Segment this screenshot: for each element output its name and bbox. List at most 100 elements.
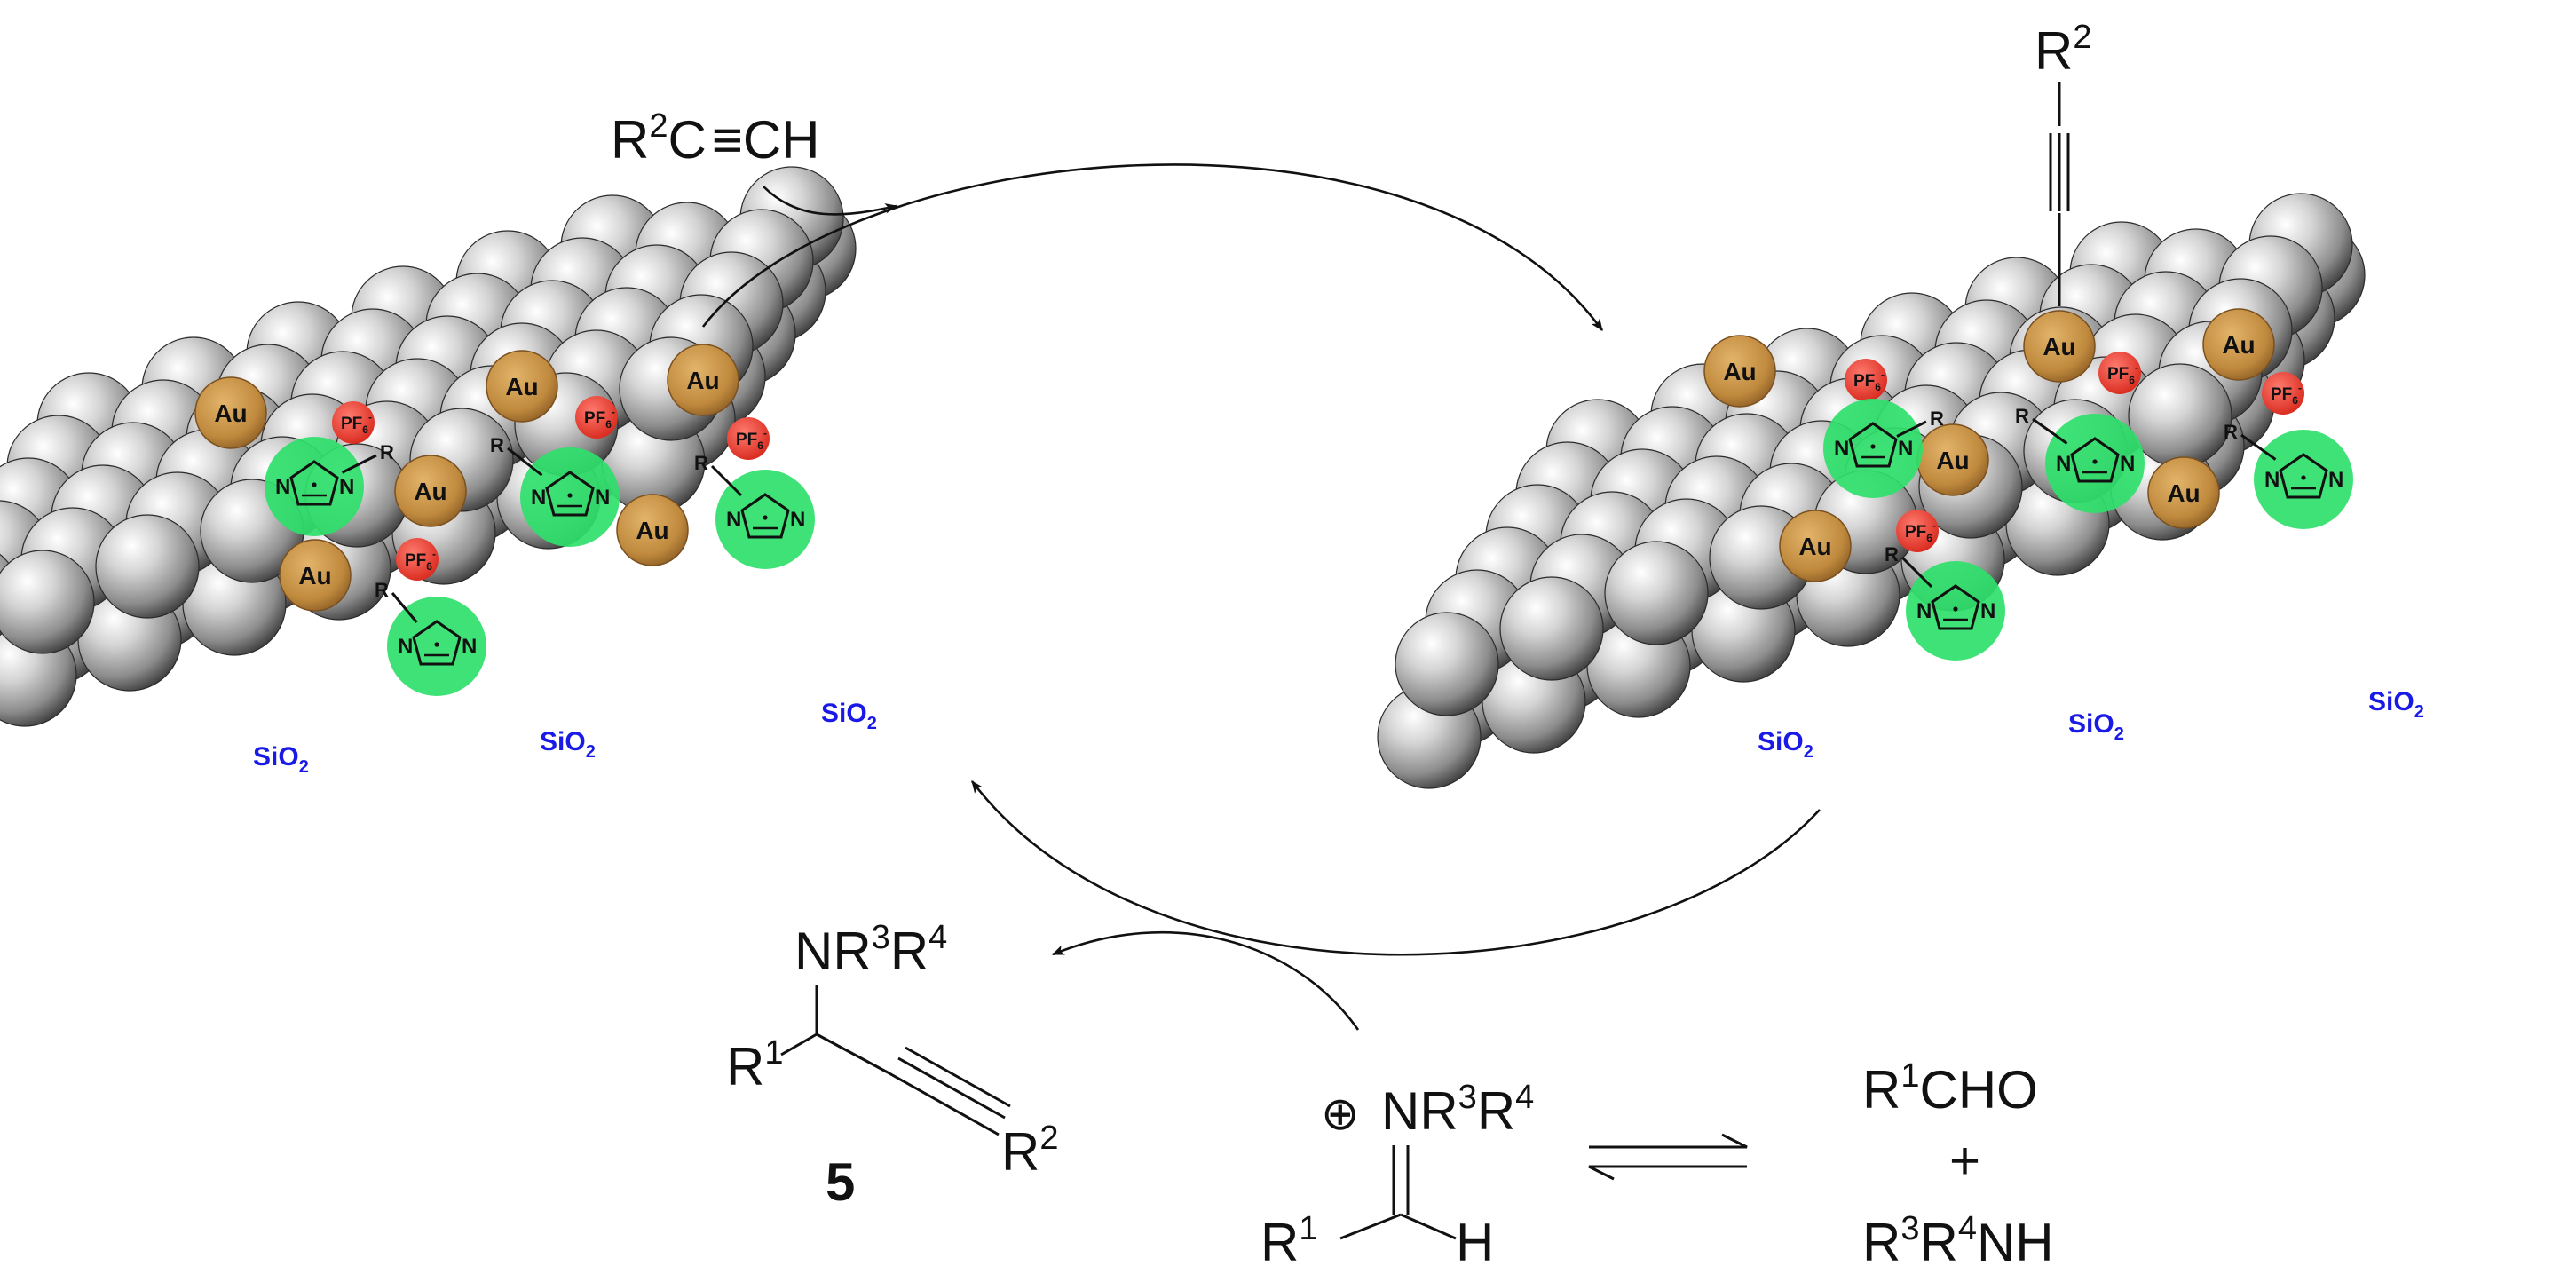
gold-nanoparticle: Au <box>1916 423 1989 496</box>
plus-sign: + <box>1949 1131 1980 1191</box>
silica-support-label: SiO2 <box>1758 727 1813 762</box>
gold-label: Au <box>505 373 538 400</box>
imidazole-ring <box>2279 453 2328 499</box>
svg-text:N: N <box>2120 452 2135 476</box>
r-substituent-label: R <box>2015 405 2029 427</box>
r-substituent-label: R <box>2224 421 2238 443</box>
hexafluorophosphate-anion: PF6- <box>727 417 770 460</box>
hexafluorophosphate-anion: PF6- <box>575 396 618 439</box>
gold-label: Au <box>686 367 719 394</box>
gold-label: Au <box>214 400 247 427</box>
gold-label: Au <box>2222 331 2255 359</box>
silica-sphere <box>0 550 95 654</box>
imidazole-ring <box>545 471 595 517</box>
iminium-intermediate: ⊕ NR3R4 R1 H <box>1260 1079 1534 1272</box>
gold-nanoparticle: Au <box>667 344 739 416</box>
hexafluorophosphate-anion: PF6- <box>1845 359 1887 401</box>
svg-text:N: N <box>2056 452 2071 476</box>
gold-nanoparticle: Au <box>394 455 467 527</box>
product-r1-label: R1 <box>726 1034 783 1096</box>
r-substituent-label: R <box>1930 408 1944 430</box>
gold-nanoparticle: Au <box>2147 456 2220 529</box>
anion-label: PF6- <box>2271 382 2302 407</box>
imidazole-ring <box>412 620 462 666</box>
hexafluorophosphate-anion: PF6- <box>396 538 439 581</box>
svg-text:N: N <box>398 635 413 659</box>
gold-nanoparticle: Au <box>486 350 558 423</box>
imidazolium-cation: N N R <box>2015 405 2145 513</box>
product-release-arrow <box>1051 931 1360 1031</box>
imidazole-ring <box>2070 437 2120 483</box>
hexafluorophosphate-anion: PF6- <box>2098 352 2141 394</box>
catalytic-cycle-arrows <box>701 163 1821 1031</box>
gold-label: Au <box>2167 479 2200 507</box>
anion-label: PF6- <box>2107 361 2138 386</box>
svg-text:N: N <box>1980 599 1995 623</box>
compound-number: 5 <box>826 1152 855 1212</box>
svg-text:N: N <box>1916 599 1932 623</box>
silica-sphere <box>95 514 200 619</box>
anion-label: PF6- <box>736 427 767 452</box>
iminium-r1-label: R1 <box>1260 1210 1317 1272</box>
silica-support-label: SiO2 <box>253 742 309 777</box>
silica-support-label: SiO2 <box>540 727 596 762</box>
svg-text:N: N <box>2264 468 2280 492</box>
lower-cycle-arrow <box>970 780 1821 956</box>
silica-support-label: SiO2 <box>2068 709 2124 744</box>
anion-label: PF6- <box>341 411 372 436</box>
svg-text:N: N <box>462 635 477 659</box>
imidazolium-cation: N N R <box>265 437 394 536</box>
alkyne-reagent-formula: R2C≡CH <box>611 107 820 170</box>
svg-text:N: N <box>726 508 741 532</box>
iminium-h-label: H <box>1456 1213 1494 1272</box>
imidazole-ring <box>740 493 790 539</box>
svg-text:N: N <box>1898 437 1913 461</box>
gold-label: Au <box>2043 333 2075 360</box>
bound-acetylide <box>2049 82 2070 306</box>
product-bonds <box>780 985 1011 1136</box>
iminium-charge: ⊕ <box>1321 1088 1360 1140</box>
propargylamine-product: NR3R4 R1 R2 5 <box>726 919 1058 1212</box>
silica-sphere <box>1499 576 1604 681</box>
aldehyde-label: R1CHO <box>1862 1057 2038 1120</box>
equilibrium-arrows <box>1588 1133 1748 1181</box>
silica-sphere <box>1395 612 1499 716</box>
iminium-amine-label: NR3R4 <box>1381 1079 1534 1141</box>
iminium-bonds <box>1339 1145 1457 1240</box>
gold-label: Au <box>1798 533 1831 560</box>
upper-cycle-arrow <box>701 163 1604 331</box>
r-substituent-label: R <box>380 441 394 463</box>
gold-nanoparticle: Au <box>2202 308 2275 381</box>
starting-materials: R1CHO + R3R4NH <box>1862 1057 2054 1272</box>
svg-text:N: N <box>339 475 354 499</box>
gold-label: Au <box>1936 447 1969 474</box>
gold-nanoparticle: Au <box>1703 335 1776 408</box>
imidazolium-cation: N N R <box>1885 543 2005 661</box>
silica-sphere <box>2128 363 2232 468</box>
r-substituent-label: R <box>1885 543 1899 566</box>
amine-label: R3R4NH <box>1862 1210 2054 1272</box>
r-substituent-label: R <box>694 452 708 474</box>
product-r2-label: R2 <box>1001 1120 1058 1182</box>
svg-text:N: N <box>2328 468 2343 492</box>
anion-label: PF6- <box>584 406 615 431</box>
gold-label: Au <box>414 478 446 505</box>
imidazole-ring <box>1931 584 1980 630</box>
gold-nanoparticle: Au <box>2023 310 2096 383</box>
svg-text:N: N <box>531 486 546 510</box>
hexafluorophosphate-anion: PF6- <box>2262 372 2304 415</box>
silica-support-label: SiO2 <box>821 699 877 733</box>
acetylide-r2-label: R2 <box>2035 19 2091 81</box>
reagent-entry-arrow <box>763 186 898 216</box>
anion-label: PF6- <box>1905 519 1936 544</box>
svg-text:N: N <box>275 475 290 499</box>
product-amine-label: NR3R4 <box>794 919 947 981</box>
gold-label: Au <box>298 562 331 590</box>
anion-label: PF6- <box>1853 368 1885 393</box>
